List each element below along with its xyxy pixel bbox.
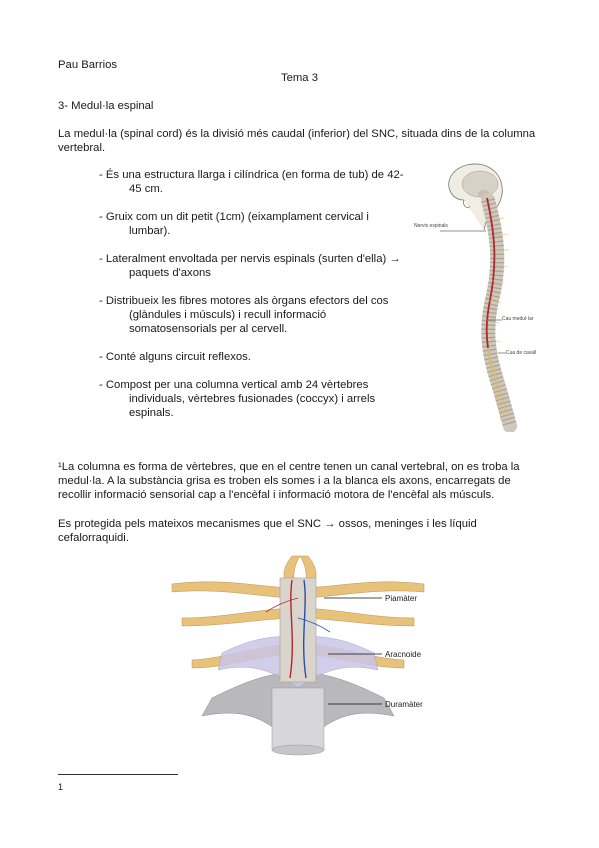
bullet-item: - Conté alguns circuit reflexos. bbox=[99, 351, 251, 363]
bullet-item: - Lateralment envoltada per nervis espin… bbox=[99, 253, 401, 279]
author-name: Pau Barrios bbox=[58, 59, 118, 71]
label-pia: Piamàter bbox=[385, 594, 417, 603]
bullet-list: - És una estructura llarga i cilíndrica … bbox=[90, 168, 410, 434]
bullet-item: - És una estructura llarga i cilíndrica … bbox=[99, 169, 404, 195]
spinal-nerves bbox=[486, 217, 509, 343]
label-cauda: Cua de cavall bbox=[506, 350, 536, 356]
label-arachnoid: Aracnoide bbox=[385, 650, 422, 659]
meninges-figure: Piamàter Aracnoide Duramàter bbox=[171, 555, 425, 756]
section-heading: 3- Medul·la espinal bbox=[58, 100, 154, 112]
spinal-cord bbox=[485, 197, 496, 349]
footnote-separator bbox=[58, 774, 178, 775]
paragraph-vertebrae: ¹La columna es forma de vèrtebres, que e… bbox=[58, 461, 520, 501]
bullet-item: - Distribueix les fibres motores als òrg… bbox=[99, 295, 389, 335]
page-title: Tema 3 bbox=[0, 71, 599, 85]
bullet-item: - Compost per una columna vertical amb 2… bbox=[99, 379, 376, 419]
cord-segment bbox=[279, 577, 317, 683]
blood-vessels bbox=[265, 579, 331, 679]
footnote-number: 1 bbox=[58, 782, 64, 792]
bullet-item: - Gruix com un dit petit (1cm) (eixampla… bbox=[99, 211, 369, 237]
intro-paragraph: La medul·la (spinal cord) és la divisió … bbox=[58, 128, 536, 154]
cauda-equina bbox=[487, 347, 508, 421]
label-dura: Duramàter bbox=[385, 700, 423, 709]
paragraph-protection: Es protegida pels mateixos mecanismes qu… bbox=[58, 518, 477, 544]
title-text: Tema 3 bbox=[280, 72, 319, 84]
label-cord: Cau medul·lar bbox=[502, 316, 534, 322]
spinal-column-figure: Nervis espinals Cau medul·lar Cua de cav… bbox=[414, 163, 536, 432]
label-spinal-nerves: Nervis espinals bbox=[414, 223, 448, 229]
